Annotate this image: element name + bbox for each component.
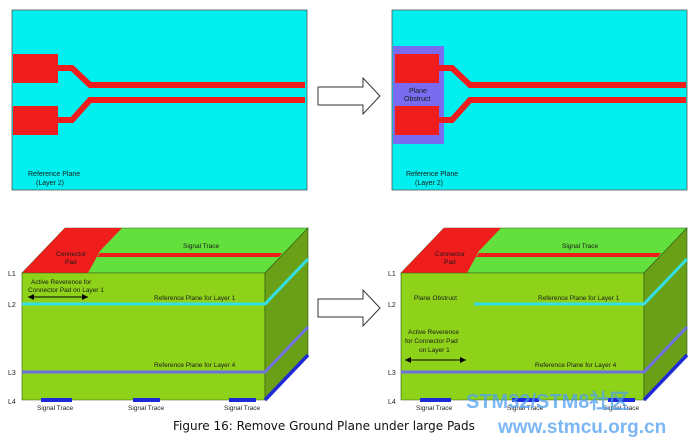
signal-trace-lower <box>58 97 305 123</box>
bottom-signal-trace-1 <box>420 398 451 402</box>
ref-plane-layer1-label: Reference Plane for Layer 1 <box>538 295 620 302</box>
watermark-line2: www.stmcu.org.cn <box>497 417 666 438</box>
plane-obstruct-label-line1: Plane <box>409 88 427 95</box>
plane-label-line1: Reference Plane <box>28 171 80 178</box>
active-ref-label-line1: Active Reverence for <box>31 279 92 286</box>
top-left-panel: Reference Plane (Layer 2) <box>11 9 308 191</box>
connector-pad-3d <box>422 228 501 251</box>
connector-pad-upper <box>13 54 58 83</box>
connector-pad-lower <box>13 106 58 135</box>
signal-trace-upper <box>439 65 686 88</box>
active-ref-label-line1: Active Reverence <box>408 329 459 336</box>
watermark-line1: STM32/STM8社区 <box>466 389 629 413</box>
layer-label-l3: L3 <box>388 370 396 377</box>
plane-obstruct-label-line2: Obstruct <box>404 96 431 103</box>
connector-pad-upper <box>395 54 439 83</box>
signal-trace-top-label: Signal Trace <box>562 243 599 250</box>
bottom-signal-trace-2 <box>512 398 539 402</box>
board-front-face <box>400 272 645 401</box>
signal-trace-upper <box>58 65 305 88</box>
signal-trace-top-3d <box>97 253 282 257</box>
bottom-signal-trace-3 <box>229 398 256 402</box>
bottom-trace-label-2: Signal Trace <box>507 405 544 412</box>
signal-trace-lower <box>439 97 686 123</box>
layer-label-l1: L1 <box>388 271 396 278</box>
plane-label-line1: Reference Plane <box>406 171 458 178</box>
bottom-trace-label-3: Signal Trace <box>603 405 640 412</box>
plane-label-line2: (Layer 2) <box>36 180 64 187</box>
connector-pad-label-line2: Pad <box>65 259 77 266</box>
ref-plane-layer1-line <box>22 257 310 306</box>
transform-arrow-bottom <box>317 288 381 328</box>
plane-obstruct-label: Plane Obstruct <box>414 295 457 302</box>
top-right-panel: Plane Obstruct Reference Plane (Layer 2) <box>391 9 688 191</box>
connector-pad-label-line2: Pad <box>444 259 456 266</box>
ref-plane-layer4-line <box>401 325 689 374</box>
active-ref-label-line3: on Layer 1 <box>419 347 450 354</box>
layer-label-l1: L1 <box>8 271 16 278</box>
ref-plane-layer4-label: Reference Plane for Layer 4 <box>535 362 617 369</box>
layer-label-l2: L2 <box>388 302 396 309</box>
ref-plane-layer1-line <box>474 257 689 306</box>
connector-pad-3d-lower <box>401 251 479 273</box>
bottom-left-board: Connector Pad Signal Trace Active Revere… <box>8 227 310 412</box>
bottom-edge-side <box>642 353 689 402</box>
ref-plane-layer4-line <box>22 325 310 374</box>
connector-pad-3d <box>43 228 122 251</box>
bottom-trace-label-3: Signal Trace <box>224 405 261 412</box>
active-ref-label-line2: Connector Pad on Layer 1 <box>28 287 104 294</box>
active-ref-label-line2: for Connector Pad <box>405 338 458 345</box>
ref-plane-layer1-label: Reference Plane for Layer 1 <box>154 295 236 302</box>
bottom-signal-trace-1 <box>41 398 72 402</box>
plane-label-line2: (Layer 2) <box>415 180 443 187</box>
connector-pad-lower <box>395 106 439 135</box>
transform-arrow-top <box>317 76 381 116</box>
bottom-signal-trace-3 <box>608 398 635 402</box>
figure-caption: Figure 16: Remove Ground Plane under lar… <box>173 419 475 433</box>
bottom-trace-label-1: Signal Trace <box>37 405 74 412</box>
signal-trace-top-3d <box>476 253 661 257</box>
layer-label-l4: L4 <box>8 399 16 406</box>
connector-pad-label-line1: Connector <box>56 251 87 258</box>
ref-plane-layer4-label: Reference Plane for Layer 4 <box>154 362 236 369</box>
connector-pad-label-line1: Connector <box>435 251 466 258</box>
bottom-signal-trace-2 <box>133 398 160 402</box>
bottom-edge-side <box>263 353 310 402</box>
bottom-right-board: Connector Pad Signal Trace Plane Obstruc… <box>388 227 689 412</box>
bottom-trace-label-1: Signal Trace <box>416 405 453 412</box>
connector-pad-3d-lower <box>22 251 100 273</box>
layer-label-l3: L3 <box>8 370 16 377</box>
layer-label-l2: L2 <box>8 302 16 309</box>
bottom-trace-label-2: Signal Trace <box>128 405 165 412</box>
signal-trace-top-label: Signal Trace <box>183 243 220 250</box>
layer-label-l4: L4 <box>388 399 396 406</box>
